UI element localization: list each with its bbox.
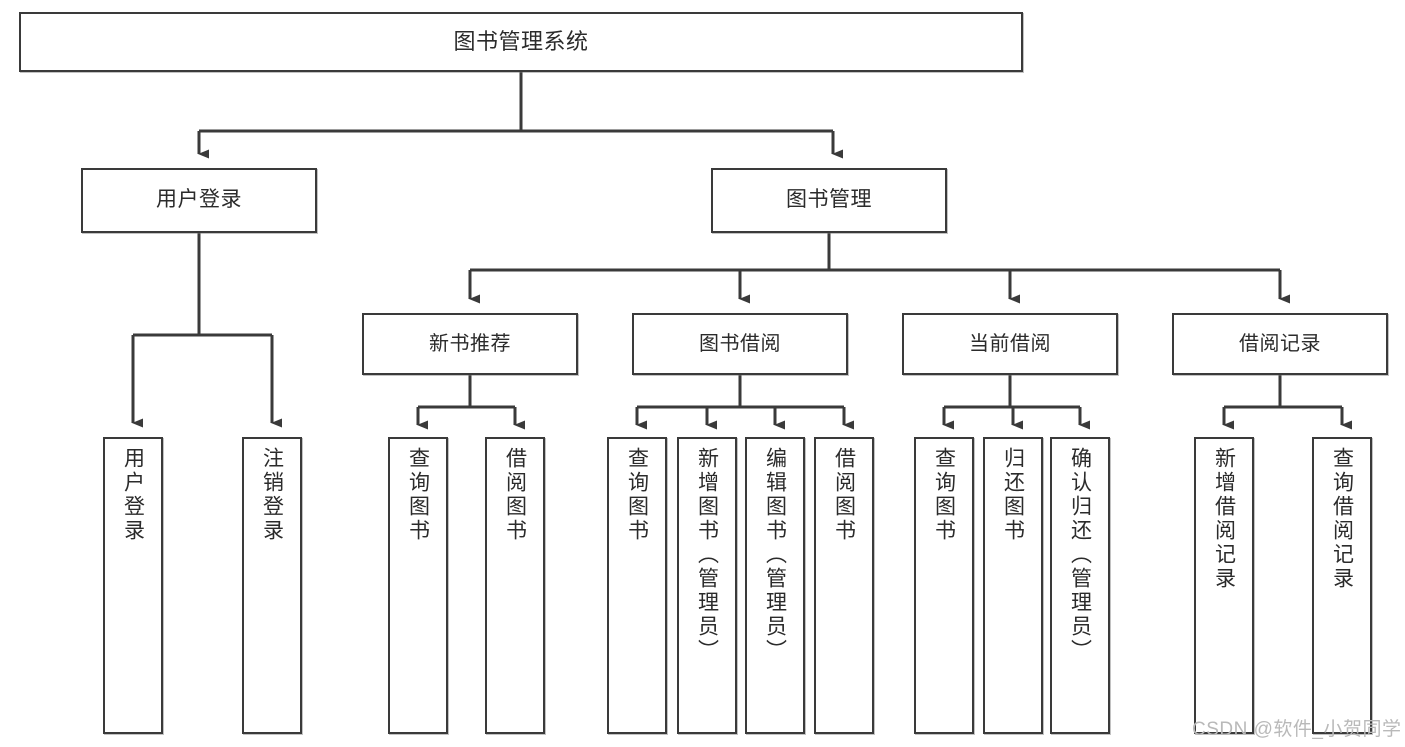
- node-leaf-newbook-query-book-label: 查询图书: [406, 447, 430, 543]
- node-leaf-borrowrecord-query-record[interactable]: 查询借阅记录: [1312, 437, 1372, 734]
- node-book-management[interactable]: 图书管理: [711, 168, 947, 233]
- node-leaf-user-login-login[interactable]: 用户登录: [103, 437, 163, 734]
- node-leaf-currentborrow-confirm-return-label: 确认归还（管理员）: [1068, 447, 1092, 663]
- node-user-login-label: 用户登录: [156, 188, 242, 212]
- node-leaf-user-login-login-label: 用户登录: [121, 447, 145, 543]
- node-leaf-borrowrecord-add-record[interactable]: 新增借阅记录: [1194, 437, 1254, 734]
- node-current-borrow-label: 当前借阅: [969, 332, 1051, 355]
- node-borrow-record[interactable]: 借阅记录: [1172, 313, 1388, 375]
- node-book-borrow[interactable]: 图书借阅: [632, 313, 848, 375]
- node-leaf-currentborrow-query-book-label: 查询图书: [932, 447, 956, 543]
- node-leaf-user-login-logout-label: 注销登录: [260, 447, 284, 543]
- node-leaf-currentborrow-return-book[interactable]: 归还图书: [983, 437, 1043, 734]
- node-leaf-newbook-query-book[interactable]: 查询图书: [388, 437, 448, 734]
- node-book-borrow-label: 图书借阅: [699, 332, 781, 355]
- node-leaf-bookborrow-query-book-label: 查询图书: [625, 447, 649, 543]
- node-leaf-newbook-borrow-book[interactable]: 借阅图书: [485, 437, 545, 734]
- node-leaf-bookborrow-borrow-book[interactable]: 借阅图书: [814, 437, 874, 734]
- node-leaf-bookborrow-borrow-book-label: 借阅图书: [832, 447, 856, 543]
- node-leaf-bookborrow-add-book[interactable]: 新增图书（管理员）: [677, 437, 737, 734]
- node-leaf-currentborrow-return-book-label: 归还图书: [1001, 447, 1025, 543]
- node-leaf-newbook-borrow-book-label: 借阅图书: [503, 447, 527, 543]
- node-leaf-user-login-logout[interactable]: 注销登录: [242, 437, 302, 734]
- node-new-book-recommend[interactable]: 新书推荐: [362, 313, 578, 375]
- node-leaf-bookborrow-add-book-label: 新增图书（管理员）: [695, 447, 719, 663]
- csdn-watermark: CSDN @软件_小贺同学: [1192, 719, 1402, 740]
- node-leaf-currentborrow-query-book[interactable]: 查询图书: [914, 437, 974, 734]
- node-root-system-label: 图书管理系统: [453, 29, 589, 55]
- node-leaf-bookborrow-edit-book[interactable]: 编辑图书（管理员）: [745, 437, 805, 734]
- node-book-management-label: 图书管理: [786, 188, 872, 212]
- node-leaf-currentborrow-confirm-return[interactable]: 确认归还（管理员）: [1050, 437, 1110, 734]
- node-leaf-borrowrecord-query-record-label: 查询借阅记录: [1330, 447, 1354, 591]
- node-leaf-bookborrow-edit-book-label: 编辑图书（管理员）: [763, 447, 787, 663]
- node-user-login[interactable]: 用户登录: [81, 168, 317, 233]
- node-borrow-record-label: 借阅记录: [1239, 332, 1321, 355]
- node-leaf-bookborrow-query-book[interactable]: 查询图书: [607, 437, 667, 734]
- node-new-book-recommend-label: 新书推荐: [429, 332, 511, 355]
- node-leaf-borrowrecord-add-record-label: 新增借阅记录: [1212, 447, 1236, 591]
- node-root-system[interactable]: 图书管理系统: [19, 12, 1023, 72]
- node-current-borrow[interactable]: 当前借阅: [902, 313, 1118, 375]
